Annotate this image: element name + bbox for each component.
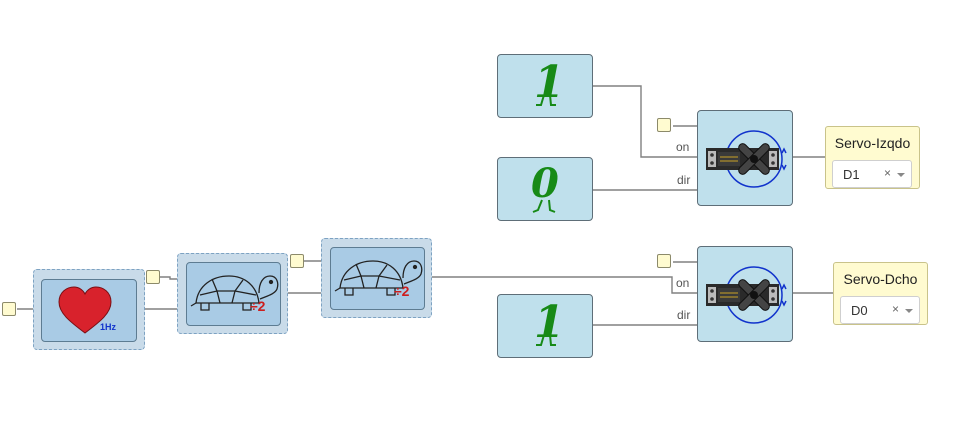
constant-one-top-value: 1	[534, 57, 565, 108]
heartbeat-block[interactable]: 1Hz	[33, 269, 145, 350]
output-title-servo-dcho: Servo-Dcho	[843, 271, 918, 287]
servo2-on-port-label: on	[676, 276, 690, 290]
pin-select-value: D0	[851, 303, 868, 318]
divider-block-2[interactable]: ÷2	[321, 238, 432, 318]
input-pin-servo2[interactable]	[657, 254, 671, 268]
output-block-servo-dcho[interactable]: Servo-Dcho D0 ×	[833, 262, 928, 325]
output-block-servo-izqdo[interactable]: Servo-Izqdo D1 ×	[825, 126, 920, 189]
constant-one-bottom[interactable]: 1	[497, 294, 593, 358]
chevron-down-icon[interactable]	[905, 309, 913, 313]
input-pin-servo1[interactable]	[657, 118, 671, 132]
divider-block-2-body: ÷2	[330, 247, 425, 310]
chevron-down-icon[interactable]	[897, 173, 905, 177]
servo1-dir-port-label: dir	[677, 173, 691, 187]
divider-2-label: ÷2	[394, 283, 410, 299]
heartbeat-block-body: 1Hz	[41, 279, 137, 342]
divider-block-1[interactable]: ÷2	[177, 253, 288, 334]
input-pin-divider2[interactable]	[290, 254, 304, 268]
constant-zero-value: 0	[531, 160, 559, 207]
clear-icon[interactable]: ×	[891, 302, 899, 316]
divider-1-label: ÷2	[250, 298, 266, 314]
input-pin-heart[interactable]	[2, 302, 16, 316]
turtle-icon	[334, 260, 423, 296]
digit-one-walking-icon	[536, 334, 556, 346]
servo-block-2[interactable]	[697, 246, 793, 342]
servo1-on-port-label: on	[676, 140, 690, 154]
servo-block-1[interactable]	[697, 110, 793, 206]
wire-one-servo1-on	[593, 85, 698, 158]
digit-zero-walking-icon	[532, 199, 556, 213]
heart-frequency-label: 1Hz	[100, 322, 117, 332]
pin-select-servo-dcho[interactable]: D0 ×	[840, 296, 920, 324]
servo2-dir-port-label: dir	[677, 308, 691, 322]
constant-one-bottom-value: 1	[534, 297, 565, 348]
output-title-servo-izqdo: Servo-Izqdo	[834, 135, 911, 151]
pin-select-servo-izqdo[interactable]: D1 ×	[832, 160, 912, 188]
input-pin-divider1[interactable]	[146, 270, 160, 284]
turtle-icon	[190, 275, 279, 311]
clear-icon[interactable]: ×	[883, 166, 891, 180]
digit-one-walking-icon	[536, 94, 556, 106]
constant-one-top[interactable]: 1	[497, 54, 593, 118]
pin-select-value: D1	[843, 167, 860, 182]
constant-zero[interactable]: 0	[497, 157, 593, 221]
heart-icon	[58, 286, 112, 334]
servo-icon	[706, 130, 787, 188]
wire-divider2-servo2-on	[425, 276, 698, 294]
divider-block-1-body: ÷2	[186, 262, 281, 326]
servo-icon	[706, 266, 787, 324]
